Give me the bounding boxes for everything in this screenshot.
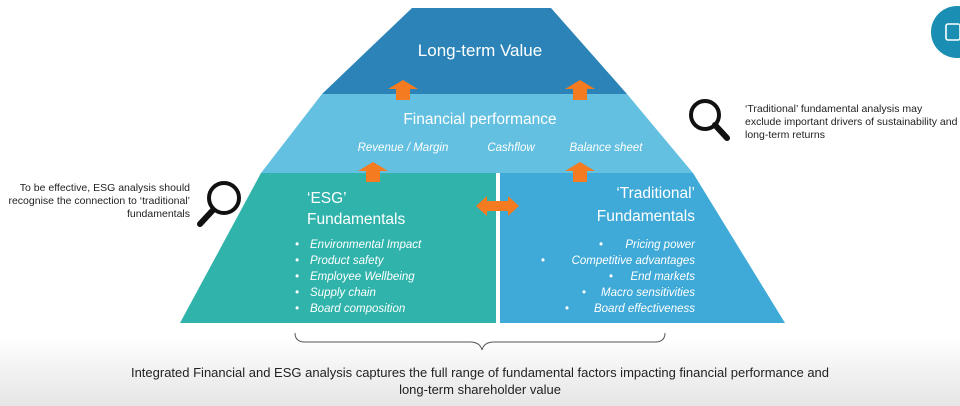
esg-bullet: Board composition (310, 303, 405, 315)
esg-bullet: Supply chain (310, 287, 376, 299)
traditional-bullet: Macro sensitivities (601, 287, 695, 299)
svg-text:•: • (295, 255, 299, 267)
top-tier-label: Long-term Value (418, 41, 542, 60)
esg-bullet: Environmental Impact (310, 239, 422, 251)
right-note: ‘Traditional’ fundamental analysis may e… (745, 103, 958, 141)
traditional-bullet: Pricing power (625, 239, 696, 251)
tier-middle (261, 94, 693, 173)
traditional-title-line2: Fundamentals (597, 208, 695, 225)
up-arrow-right-bottom (565, 162, 595, 182)
middle-item: Cashflow (487, 142, 535, 154)
bottom-caption: Integrated Financial and ESG analysis ca… (130, 365, 830, 397)
svg-text:•: • (295, 303, 299, 315)
traditional-bullet: Competitive advantages (572, 255, 696, 267)
bottom-brace (294, 332, 666, 351)
esg-title-line2: Fundamentals (307, 211, 405, 228)
bottom-band (0, 340, 960, 406)
magnifier-icon (689, 99, 730, 141)
block-esg (180, 173, 496, 323)
up-arrow-right-top (565, 80, 595, 100)
svg-text:•: • (295, 287, 299, 299)
middle-item: Balance sheet (570, 142, 644, 154)
block-traditional (500, 173, 785, 323)
traditional-bullets: Pricing power • Competitive advantages •… (541, 239, 696, 315)
traditional-bullet: Board effectiveness (594, 303, 695, 315)
svg-text:•: • (295, 239, 299, 251)
double-arrow (476, 196, 519, 216)
tier-top (322, 8, 627, 94)
traditional-bullet: End markets (630, 271, 695, 283)
svg-text:•: • (295, 271, 299, 283)
up-arrow-left-top (388, 80, 418, 100)
up-arrow-left-bottom (358, 162, 388, 182)
svg-text:•: • (565, 303, 569, 315)
esg-bullet: Product safety (310, 255, 385, 267)
esg-bullets: • Environmental Impact • Product safety … (295, 239, 422, 315)
middle-item: Revenue / Margin (358, 142, 449, 154)
esg-bullet: Employee Wellbeing (310, 271, 415, 283)
svg-text:•: • (541, 255, 545, 267)
magnifier-icon (197, 181, 241, 227)
svg-text:•: • (609, 271, 613, 283)
corner-tab-icon (931, 6, 960, 58)
left-note: To be effective, ESG analysis should rec… (8, 182, 190, 220)
svg-text:•: • (582, 287, 586, 299)
svg-text:•: • (599, 239, 603, 251)
middle-tier-title: Financial performance (403, 111, 556, 128)
esg-title-line1: ‘ESG’ (307, 190, 347, 207)
traditional-title-line1: ‘Traditional’ (616, 185, 695, 202)
